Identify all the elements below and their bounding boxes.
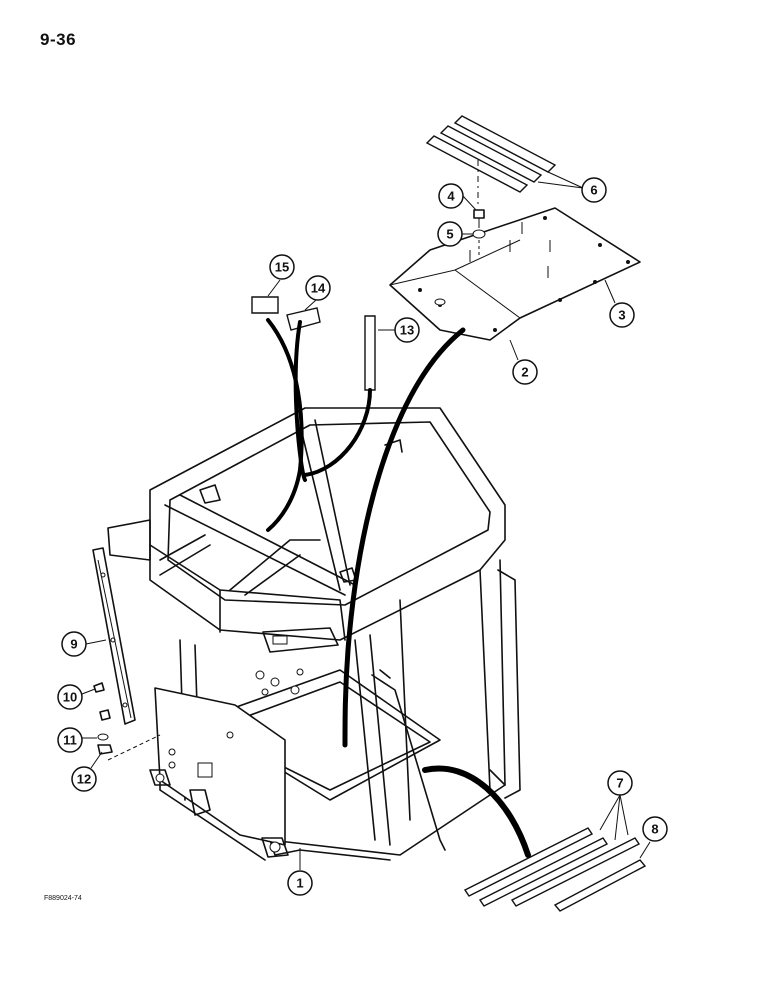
small-decals: [251, 296, 376, 391]
cab-frame: [107, 407, 521, 861]
small-fasteners: [93, 682, 113, 755]
callout-4: 4: [438, 183, 464, 209]
callout-8: 8: [642, 816, 668, 842]
callout-7: 7: [607, 770, 633, 796]
figure-code: F889024-74: [44, 895, 82, 902]
callout-2: 2: [512, 359, 538, 385]
svg-text:13: 13: [400, 323, 414, 338]
svg-text:6: 6: [590, 183, 597, 198]
roof-decal-strips: [425, 115, 557, 205]
side-rail: [92, 547, 136, 725]
callout-14: 14: [305, 275, 331, 301]
callout-12: 12: [71, 766, 97, 792]
svg-text:2: 2: [521, 365, 528, 380]
svg-text:15: 15: [275, 260, 289, 275]
svg-text:9: 9: [70, 637, 77, 652]
svg-text:7: 7: [616, 776, 623, 791]
svg-text:5: 5: [446, 227, 453, 242]
leader-lines: [81, 171, 651, 870]
svg-text:3: 3: [618, 308, 625, 323]
svg-text:8: 8: [651, 822, 658, 837]
callout-13: 13: [394, 317, 420, 343]
callout-9: 9: [61, 631, 87, 657]
svg-text:1: 1: [296, 876, 303, 891]
svg-text:4: 4: [447, 189, 455, 204]
installation-arrows: [266, 318, 531, 858]
step-decal-strips: [463, 827, 647, 912]
svg-text:12: 12: [77, 772, 91, 787]
callout-6: 6: [581, 177, 607, 203]
callout-1: 1: [287, 870, 313, 896]
page-number: 9-36: [40, 30, 77, 49]
callout-5: 5: [437, 221, 463, 247]
callout-3: 3: [609, 302, 635, 328]
callout-15: 15: [269, 254, 295, 280]
svg-text:14: 14: [311, 281, 326, 296]
svg-text:10: 10: [63, 690, 77, 705]
roof-panels: [389, 207, 641, 341]
callout-10: 10: [57, 684, 83, 710]
svg-text:11: 11: [63, 733, 77, 748]
callout-11: 11: [57, 727, 83, 753]
